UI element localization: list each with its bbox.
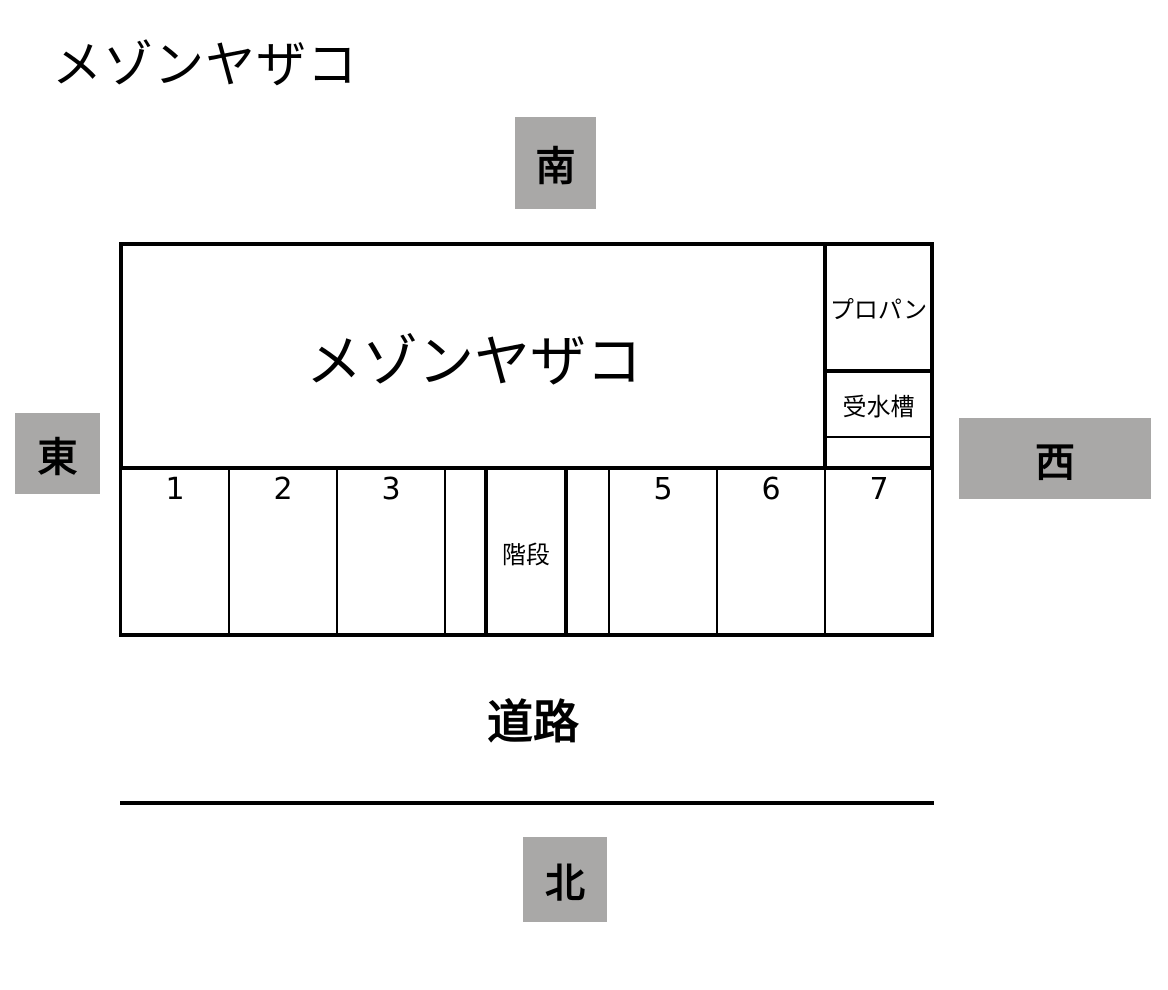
direction-north-badge: 北 <box>523 837 607 922</box>
annex-hline-1 <box>825 369 934 373</box>
unit-divider <box>336 468 338 636</box>
direction-west-badge: 西 <box>959 418 1151 499</box>
unit-5-label: 5 <box>653 472 673 507</box>
direction-east-badge: 東 <box>15 413 100 494</box>
road-line <box>120 801 934 805</box>
road-label: 道路 <box>487 695 579 749</box>
building-name: メゾンヤザコ <box>306 329 642 395</box>
page-title: メゾンヤザコ <box>52 36 358 94</box>
stairs-label: 階段 <box>502 540 550 569</box>
unit-divider <box>716 468 718 636</box>
building-upper-block <box>119 242 934 470</box>
unit-2-label: 2 <box>273 472 293 507</box>
annex-hline-2 <box>825 436 934 438</box>
annex-divider <box>823 242 827 470</box>
stair-divider-left <box>484 468 488 636</box>
propane-area: プロパン <box>829 296 928 324</box>
unit-1-label: 1 <box>165 472 185 507</box>
unit-divider <box>608 468 610 636</box>
units-row <box>119 466 934 637</box>
water-tank-area: 受水槽 <box>842 393 915 421</box>
unit-6-label: 6 <box>761 472 781 507</box>
direction-south-badge: 南 <box>515 117 596 209</box>
unit-divider <box>228 468 230 636</box>
stair-divider-right <box>564 468 568 636</box>
unit-divider <box>444 468 446 636</box>
unit-7-label: 7 <box>869 472 889 507</box>
unit-divider <box>824 468 826 636</box>
unit-3-label: 3 <box>381 472 401 507</box>
